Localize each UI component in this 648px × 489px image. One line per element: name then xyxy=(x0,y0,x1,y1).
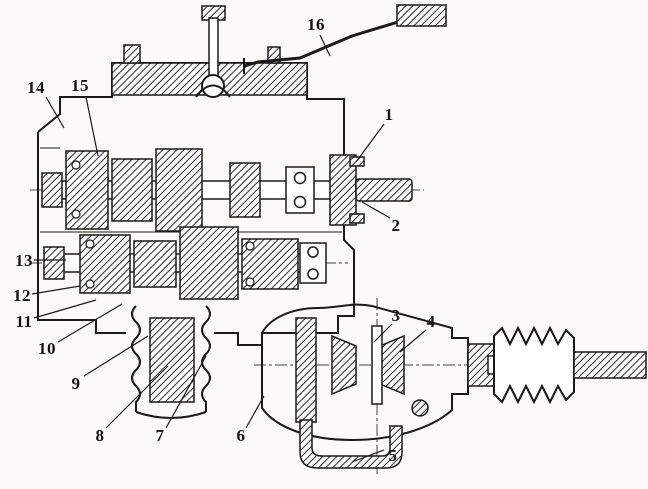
bolt-details xyxy=(71,160,255,289)
callout-8: 8 xyxy=(95,426,105,445)
bottom-cover xyxy=(299,419,403,469)
callout-9: 9 xyxy=(71,374,81,393)
callout-10: 10 xyxy=(38,339,56,358)
callout-16: 16 xyxy=(307,15,325,34)
callout-5: 5 xyxy=(388,446,398,465)
callout-7: 7 xyxy=(155,426,165,445)
callout-12: 12 xyxy=(13,286,31,305)
counter-shaft-assembly xyxy=(43,226,327,300)
lower-gear-teeth xyxy=(131,305,211,419)
callout-3: 3 xyxy=(391,306,401,325)
output-shaft-and-boot xyxy=(467,325,647,405)
callout-6: 6 xyxy=(236,426,246,445)
differential-housing xyxy=(261,303,469,442)
callout-2: 2 xyxy=(391,216,401,235)
leader-lines xyxy=(31,34,427,463)
callout-13: 13 xyxy=(15,251,33,270)
callout-14: 14 xyxy=(27,78,45,97)
callout-15: 15 xyxy=(71,76,89,95)
callout-11: 11 xyxy=(15,312,33,331)
callout-1: 1 xyxy=(384,105,394,124)
selector-lever xyxy=(243,4,447,74)
shift-tower xyxy=(195,5,231,98)
callout-4: 4 xyxy=(426,312,436,331)
